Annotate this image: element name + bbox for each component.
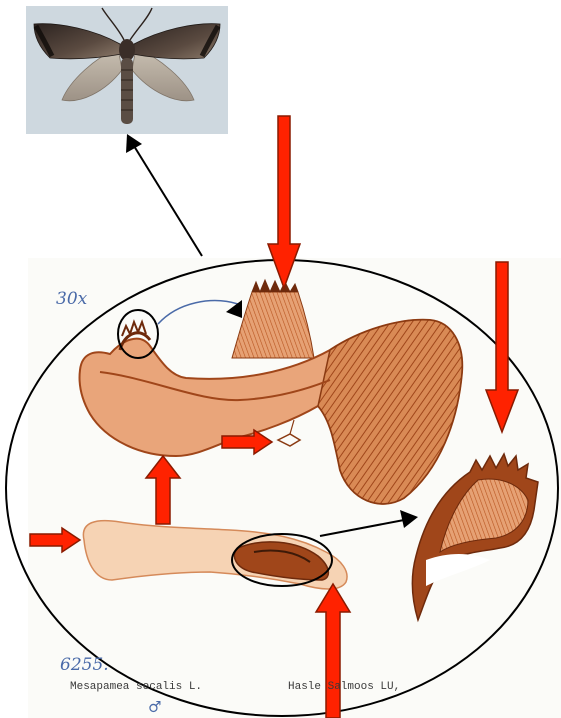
pointer-to-moth [126, 134, 202, 256]
specimen-number: 6255. [60, 655, 109, 675]
sex-symbol: ♂ [148, 698, 161, 716]
magnification-label: 30x [56, 289, 88, 309]
moth-photo [26, 6, 228, 134]
locality-label: Hasle Salmoos LU, [288, 681, 400, 693]
species-label: Mesapamea secalis L. [70, 681, 202, 693]
